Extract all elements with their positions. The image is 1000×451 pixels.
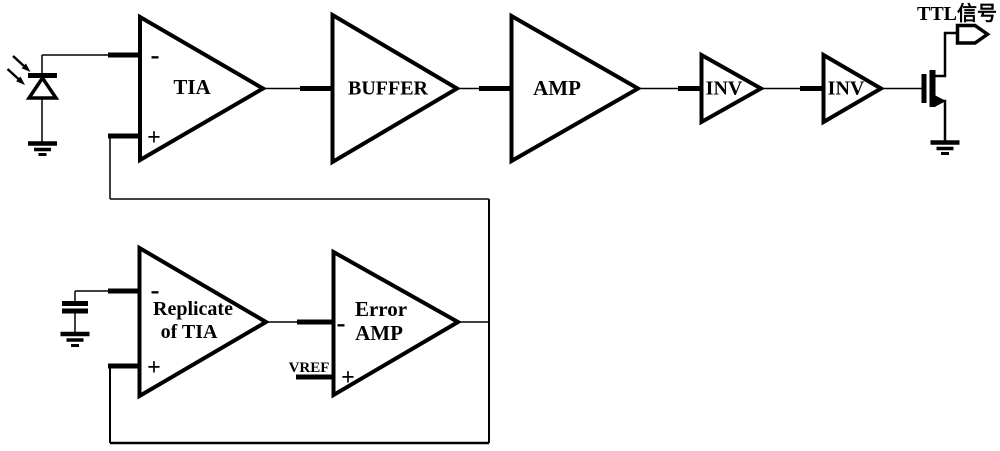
error-amplifier: Error AMP - + xyxy=(266,248,489,399)
output-label: TTL信号 xyxy=(917,1,997,25)
main-amplifier: AMP xyxy=(457,12,643,165)
ground-icon xyxy=(28,141,57,156)
drain-wire xyxy=(935,31,958,78)
plus-sign: + xyxy=(341,365,355,391)
amp-label: AMP xyxy=(533,76,581,100)
output-port: TTL信号 xyxy=(917,1,997,45)
amp-triangle xyxy=(137,244,270,400)
amp-triangle xyxy=(138,13,267,164)
buffer-amplifier: BUFFER xyxy=(263,11,461,166)
nmos-transistor xyxy=(881,31,960,155)
replica-label-line2: of TIA xyxy=(161,321,218,343)
inv-label: INV xyxy=(706,78,743,100)
inverter-2: INV xyxy=(761,51,885,126)
tia-label: TIA xyxy=(173,75,211,99)
minus-sign: - xyxy=(151,275,160,305)
photodiode xyxy=(6,54,109,156)
plus-sign: + xyxy=(147,125,161,151)
ground-icon xyxy=(930,140,960,155)
diode-triangle xyxy=(25,74,60,100)
source-wire xyxy=(935,99,947,142)
replica-tia-amplifier: Replicate of TIA - + xyxy=(108,244,270,400)
minus-sign: - xyxy=(151,40,160,70)
ground-icon xyxy=(60,331,90,347)
plus-sign: + xyxy=(147,355,161,381)
feedback-loop xyxy=(109,136,490,445)
error-label-line1: Error xyxy=(355,297,407,321)
vref-input: VREF xyxy=(289,360,334,380)
reference-capacitor xyxy=(60,290,109,347)
inv-label: INV xyxy=(828,78,865,100)
buffer-label: BUFFER xyxy=(348,78,429,100)
light-arrows-icon xyxy=(6,55,31,85)
inverter-1: INV xyxy=(638,51,766,126)
inv-triangle xyxy=(821,51,885,126)
inv-triangle xyxy=(699,51,766,126)
output-pad-icon xyxy=(955,23,991,45)
amp-triangle xyxy=(331,248,463,399)
amp-triangle xyxy=(330,11,461,166)
error-label-line2: AMP xyxy=(355,321,403,345)
minus-sign: - xyxy=(337,308,346,338)
vref-label: VREF xyxy=(289,360,330,376)
amp-triangle xyxy=(509,12,643,165)
source-arrow-icon xyxy=(934,95,946,107)
replica-label-line1: Replicate xyxy=(153,298,233,320)
tia-amplifier: TIA - + xyxy=(108,13,267,164)
